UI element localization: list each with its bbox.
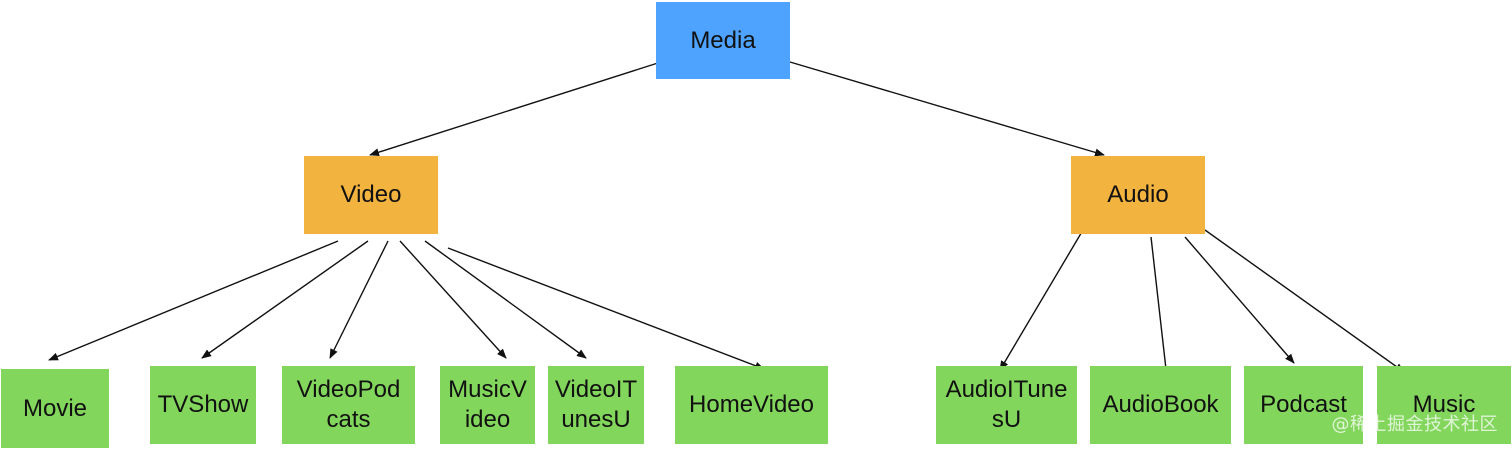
leaf-label: MusicV ideo	[448, 375, 527, 435]
edge-to-video	[369, 61, 662, 157]
label-line: TVShow	[157, 391, 249, 418]
root-node-media: Media	[656, 2, 790, 79]
edge-to-tvshow	[201, 240, 369, 359]
label-line: HomeVideo	[689, 391, 814, 418]
edge-to-movie	[48, 240, 339, 361]
label-line: AudioBook	[1102, 391, 1219, 418]
leaf-label: VideoPod cats	[297, 375, 401, 435]
label-line: VideoPod	[296, 376, 401, 403]
leaf-node-movie: Movie	[1, 369, 109, 448]
leaf-label: VideoIT unesU	[555, 375, 637, 435]
category-node-video: Video	[304, 156, 438, 234]
label-line: Podcast	[1260, 391, 1347, 418]
label-line: AudioITune	[945, 376, 1068, 403]
leaf-node-homevideo: HomeVideo	[675, 366, 828, 444]
label-line: unesU	[561, 406, 631, 433]
leaf-label: Music	[1413, 390, 1476, 420]
leaf-node-tvshow: TVShow	[150, 366, 256, 444]
leaf-label: TVShow	[158, 390, 249, 420]
leaf-label: Podcast	[1260, 390, 1347, 420]
label-line: Audio	[1107, 181, 1169, 208]
leaf-node-videoitunesu: VideoIT unesU	[548, 366, 644, 444]
label-line: VideoIT	[554, 376, 638, 403]
label-line: Movie	[22, 394, 88, 422]
edge-to-audio	[789, 61, 1105, 157]
label-line: Media	[690, 26, 756, 54]
leaf-node-podcast: Podcast	[1244, 366, 1363, 444]
leaf-label: AudioBook	[1102, 390, 1218, 420]
root-label: Media	[690, 26, 755, 56]
edge-to-musicvideo	[399, 240, 507, 359]
leaf-node-audiobook: AudioBook	[1090, 366, 1231, 444]
label-line: Video	[340, 181, 402, 208]
edge-to-music	[1204, 229, 1405, 373]
edge-to-audiobook	[1150, 236, 1170, 379]
label-line: cats	[326, 406, 371, 433]
edge-to-podcast	[1184, 236, 1295, 364]
label-line: Music	[1412, 391, 1476, 418]
leaf-node-videopodcats: VideoPod cats	[282, 366, 415, 444]
leaf-node-music: Music	[1377, 366, 1511, 444]
leaf-label: Movie	[23, 394, 87, 424]
category-label: Audio	[1107, 180, 1168, 210]
edge-to-videoitunesu	[424, 240, 587, 359]
edge-to-homevideo	[447, 247, 765, 370]
label-line: sU	[991, 406, 1022, 433]
edge-to-audioitunesu	[999, 229, 1084, 371]
label-line: ideo	[464, 406, 511, 433]
category-label: Video	[341, 180, 402, 210]
leaf-node-musicvideo: MusicV ideo	[440, 366, 535, 444]
leaf-label: HomeVideo	[689, 390, 814, 420]
edge-to-videopodcats	[329, 240, 389, 359]
label-line: MusicV	[448, 376, 527, 403]
category-node-audio: Audio	[1071, 156, 1205, 234]
leaf-label: AudioITune sU	[946, 375, 1068, 435]
watermark: @稀土掘金技术社区	[1331, 414, 1498, 435]
leaf-node-audioitunesu: AudioITune sU	[936, 366, 1077, 444]
